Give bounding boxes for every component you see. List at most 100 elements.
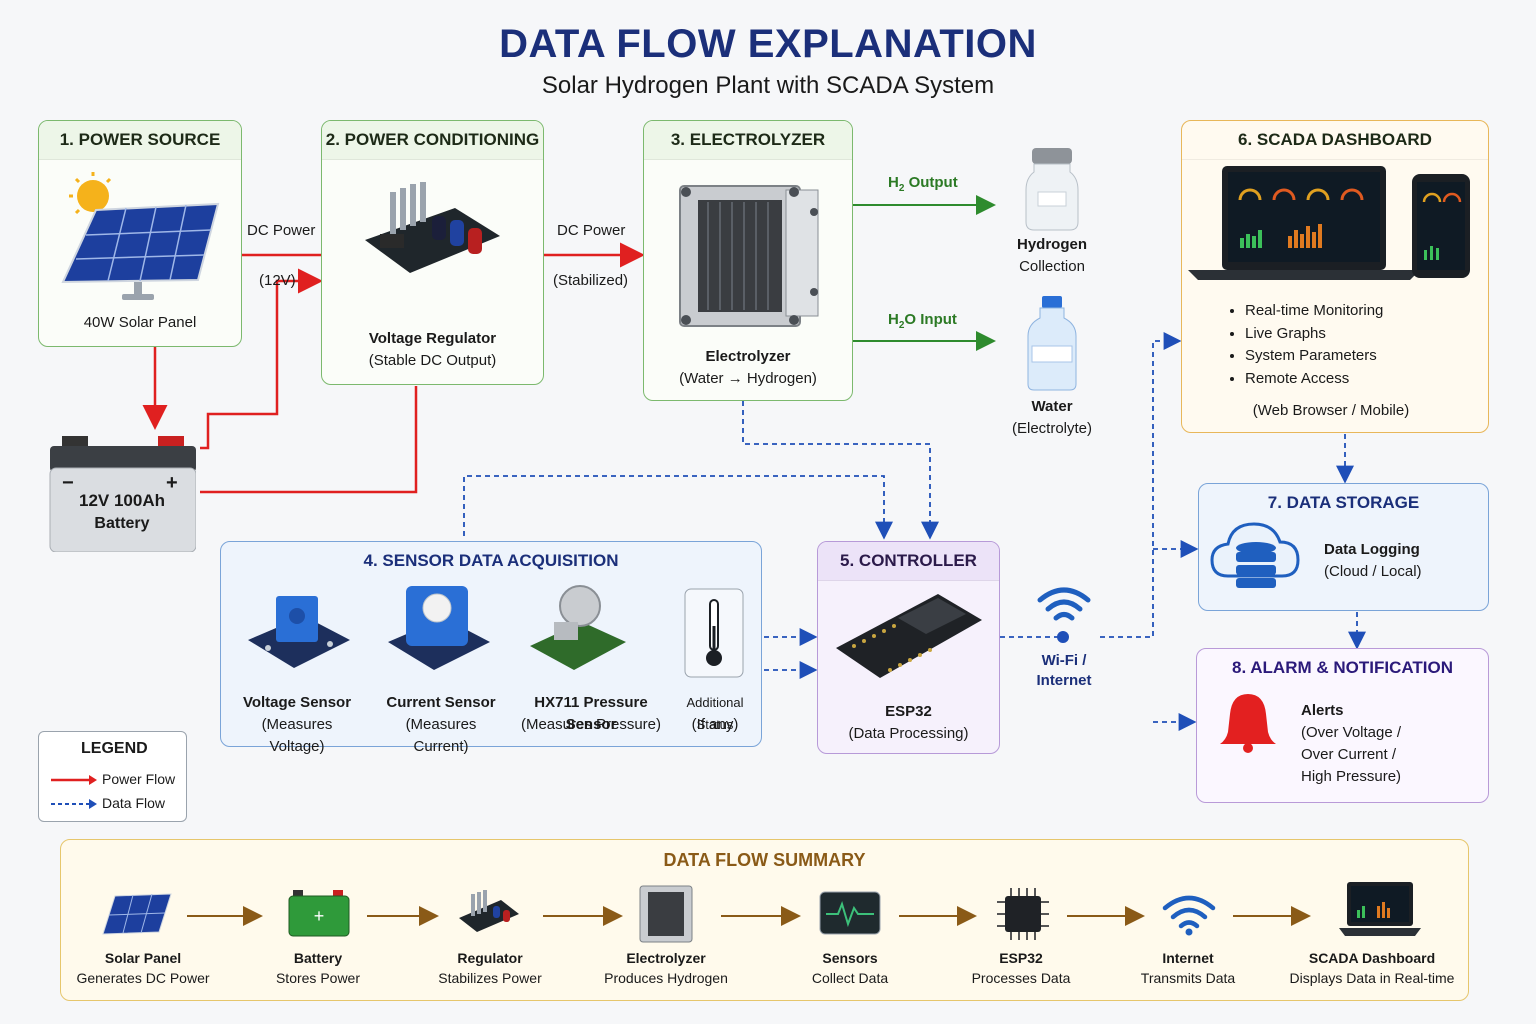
wifi-label-1: Wi-Fi / — [1041, 652, 1087, 669]
h2-output-label: H2 Output — [888, 174, 958, 194]
legend-title: LEGEND — [81, 740, 148, 757]
sensor-sub: (Measures Pressure) — [520, 716, 662, 733]
alarm-title: Alerts — [1301, 702, 1344, 719]
laptop-icon — [1339, 882, 1421, 936]
hydrogen-title: Hydrogen — [1016, 236, 1087, 253]
legend: LEGEND Power Flow Data Flow — [38, 731, 187, 822]
alarm-bell-icon — [1220, 694, 1276, 753]
battery-block: − + 12V 100Ah Battery — [48, 432, 196, 552]
solar-panel-icon — [61, 172, 220, 300]
dc-power-sub-1: (12V) — [259, 272, 296, 289]
scada-feature-list: Real-time Monitoring Live Graphs System … — [1227, 300, 1383, 390]
cloud-database-icon — [1210, 522, 1300, 588]
scada-feature: Remote Access — [1245, 368, 1383, 391]
pressure-sensor-icon — [530, 585, 626, 670]
sensor-title: Current Sensor — [386, 694, 496, 711]
hydrogen-water-lines — [853, 195, 996, 351]
summary-arrows — [187, 906, 1311, 926]
voltage-sensor-icon — [248, 596, 350, 668]
current-sensor-icon — [388, 586, 490, 670]
page-title: DATA FLOW EXPLANATION — [499, 22, 1037, 66]
hydrogen-jar-icon — [1025, 148, 1079, 231]
alarm-header: 8. ALARM & NOTIFICATION — [1232, 658, 1453, 677]
water-sub: (Electrolyte) — [1011, 420, 1093, 437]
solar-panel-icon — [102, 893, 172, 935]
hydrogen-sub: Collection — [1019, 258, 1085, 275]
legend-data-label: Data Flow — [102, 795, 166, 811]
svg-text:+: + — [314, 906, 325, 926]
electrolyzer-icon — [639, 885, 693, 943]
dc-power-label-1: DC Power — [247, 222, 316, 239]
battery-capacity: 12V 100Ah — [79, 491, 165, 510]
battery-label: Battery — [94, 515, 150, 532]
wifi-node — [1057, 631, 1069, 643]
regulator-sub: (Stable DC Output) — [368, 352, 497, 369]
sensor-sub: (If any) — [691, 716, 739, 733]
sensor-monitor-icon — [819, 891, 881, 935]
scada-devices-icon — [1188, 166, 1470, 280]
regulator-icon — [459, 890, 519, 932]
chip-icon — [997, 888, 1049, 940]
data-storage-header: 7. DATA STORAGE — [1267, 493, 1420, 512]
page-subtitle: Solar Hydrogen Plant with SCADA System — [541, 72, 995, 99]
water-title: Water — [1031, 398, 1073, 415]
sensor-acquisition-header: 4. SENSOR DATA ACQUISITION — [363, 551, 619, 570]
h2o-input-label: H2O Input — [888, 311, 957, 331]
legend-power-label: Power Flow — [102, 771, 176, 787]
sensor-title: HX711 Pressure Sensor — [534, 694, 648, 733]
dc-power-label-2: DC Power — [557, 222, 626, 239]
sensor-sub: (Measures Current) — [405, 716, 477, 755]
battery-plus: + — [166, 472, 178, 494]
scada-feature: System Parameters — [1245, 345, 1383, 368]
water-bottle-icon — [1027, 296, 1077, 391]
wifi-icon — [1162, 895, 1216, 936]
thermometer-icon — [684, 588, 744, 678]
electrolyzer-header: 3. ELECTROLYZER — [644, 121, 852, 160]
solar-panel-label: 40W Solar Panel — [83, 314, 197, 331]
data-flow-lines — [463, 332, 1366, 731]
controller-header: 5. CONTROLLER — [818, 542, 999, 581]
electrolyzer-sub: (Water → Hydrogen) — [679, 370, 817, 387]
power-source-header: 1. POWER SOURCE — [39, 121, 241, 160]
summary-title: DATA FLOW SUMMARY — [663, 850, 866, 870]
battery-icon — [49, 436, 196, 552]
alarm-line: (Over Voltage / — [1301, 724, 1402, 741]
scada-dashboard-header: 6. SCADA DASHBOARD — [1182, 121, 1488, 160]
alarm-line: High Pressure) — [1301, 768, 1402, 785]
dc-power-sub-2: (Stabilized) — [553, 272, 629, 289]
legend-swatches — [51, 775, 97, 809]
sensor-title: Voltage Sensor — [242, 694, 352, 711]
sensor-sub: (Measures Voltage) — [261, 716, 333, 755]
data-storage-sub: (Cloud / Local) — [1324, 563, 1422, 580]
battery-minus: − — [62, 472, 74, 494]
data-storage-title: Data Logging — [1324, 541, 1420, 558]
sensor-title: Additional Status — [686, 695, 744, 732]
voltage-regulator-icon — [365, 182, 500, 273]
electrolyzer-icon — [679, 185, 819, 327]
power-conditioning-header: 2. POWER CONDITIONING — [322, 121, 543, 160]
scada-feature: Real-time Monitoring — [1245, 300, 1383, 323]
alarm-line: Over Current / — [1301, 746, 1397, 763]
esp32-board-icon — [836, 594, 982, 678]
power-flow-lines — [142, 242, 645, 494]
scada-note: (Web Browser / Mobile) — [1252, 402, 1410, 419]
electrolyzer-title: Electrolyzer — [705, 348, 791, 365]
controller-title: ESP32 — [885, 703, 932, 720]
scada-feature: Live Graphs — [1245, 323, 1383, 346]
wifi-label-2: Internet — [1036, 672, 1092, 689]
data-flow-summary: DATA FLOW SUMMARY + — [60, 839, 1469, 1001]
battery-icon: + — [288, 890, 350, 937]
regulator-title: Voltage Regulator — [368, 330, 497, 347]
wifi-icon — [1037, 587, 1091, 621]
controller-sub: (Data Processing) — [848, 725, 969, 742]
